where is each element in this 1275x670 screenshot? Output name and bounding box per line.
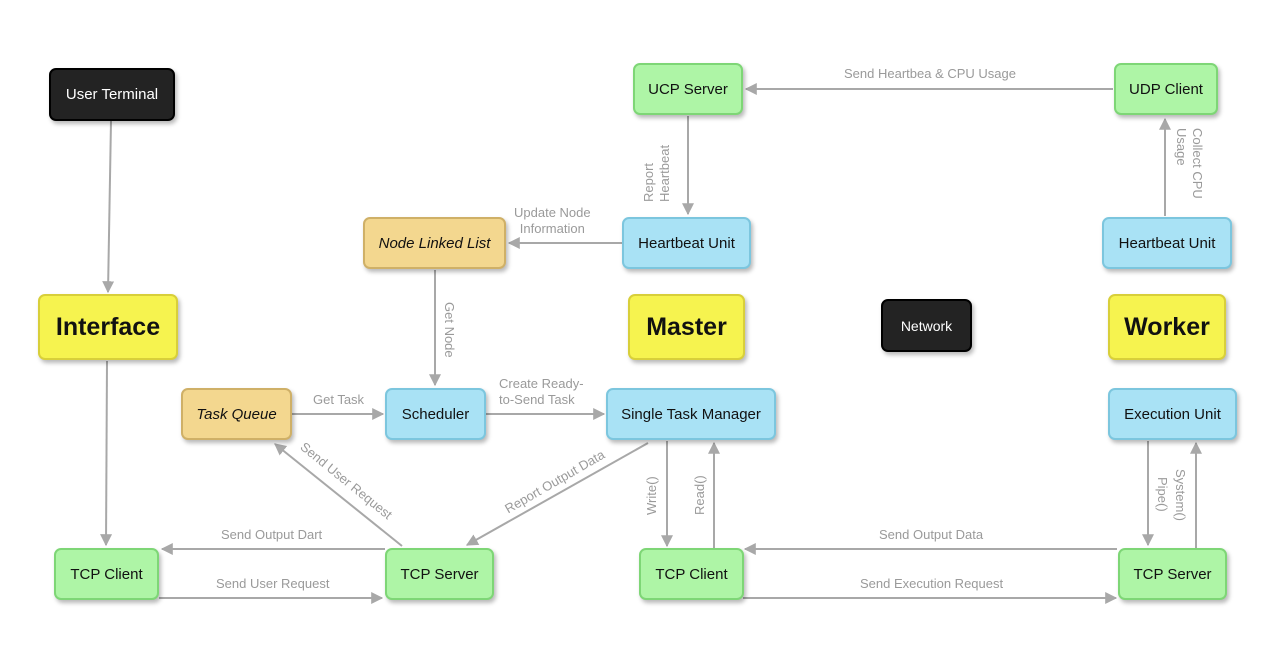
edge-label-create-task: Create Ready- to-Send Task [499,376,584,408]
tcp-server-interface-node[interactable]: TCP Server [385,548,494,600]
edge-task-manager-to-tcp-server [465,442,649,546]
edge-tcp-server-to-task-queue [274,443,403,547]
edge-label-collect-cpu-line2: Usage [1174,128,1189,166]
task-queue-label: Task Queue [196,405,277,423]
edge-label-create-task-line1: Create Ready- [499,376,584,391]
edge-label-send-output-dart: Send Output Dart [221,527,323,542]
tcp-client-interface-label: TCP Client [70,565,143,583]
edge-label-collect-cpu-line1: Collect CPU [1190,128,1205,199]
heartbeat-unit-master-label: Heartbeat Unit [638,234,735,252]
edge-label-send-heartbeat-cpu: Send Heartbea & CPU Usage [844,66,1016,81]
edge-label-send-output-data: Send Output Data [879,527,984,542]
tcp-client-master-node[interactable]: TCP Client [639,548,744,600]
edge-label-update-node-line1: Update Node [514,205,591,220]
heartbeat-unit-worker-node[interactable]: Heartbeat Unit [1102,217,1232,269]
execution-unit-label: Execution Unit [1124,405,1221,423]
edge-label-send-execution-request: Send Execution Request [860,576,1004,591]
udp-client-node[interactable]: UDP Client [1114,63,1218,115]
node-linked-list-label: Node Linked List [378,234,491,252]
edge-label-get-task: Get Task [313,392,365,407]
user-terminal-label: User Terminal [65,86,159,103]
single-task-manager-label: Single Task Manager [621,405,761,423]
scheduler-node[interactable]: Scheduler [385,388,486,440]
execution-unit-node[interactable]: Execution Unit [1108,388,1237,440]
worker-node[interactable]: Worker [1108,294,1226,360]
edge-label-read: Read() [692,475,707,515]
edge-label-get-node: Get Node [442,302,457,358]
edge-label-collect-cpu: Collect CPU Usage [1173,128,1205,208]
edge-label-report: Report [641,162,656,202]
master-node[interactable]: Master [628,294,745,360]
heartbeat-unit-worker-label: Heartbeat Unit [1118,234,1216,252]
task-queue-node[interactable]: Task Queue [181,388,292,440]
scheduler-label: Scheduler [401,405,470,423]
tcp-server-worker-label: TCP Server [1133,565,1212,583]
edge-label-report-heartbeat: Report Heartbeat [641,122,673,202]
udp-client-label: UDP Client [1129,80,1203,98]
user-terminal-node[interactable]: User Terminal [49,68,175,121]
master-label: Master [646,312,727,341]
network-label: Network [900,317,953,334]
tcp-client-interface-node[interactable]: TCP Client [54,548,159,600]
tcp-server-worker-node[interactable]: TCP Server [1118,548,1227,600]
edge-label-heartbeat: Heartbeat [657,144,672,202]
interface-node[interactable]: Interface [38,294,178,360]
network-node[interactable]: Network [881,299,972,352]
worker-label: Worker [1124,312,1210,341]
heartbeat-unit-master-node[interactable]: Heartbeat Unit [622,217,751,269]
edge-label-update-node: Update Node Information [514,205,591,237]
edge-label-write: Write() [644,476,659,515]
node-linked-list-node[interactable]: Node Linked List [363,217,506,269]
edge-terminal-to-interface [102,120,115,294]
single-task-manager-node[interactable]: Single Task Manager [606,388,776,440]
tcp-client-master-label: TCP Client [655,565,728,583]
interface-label: Interface [55,312,161,341]
edge-label-update-node-line2: Information [519,221,585,236]
edge-label-send-user-request: Send User Request [216,576,330,591]
edge-interface-to-tcp-client [100,360,113,547]
ucp-server-node[interactable]: UCP Server [633,63,743,115]
ucp-server-label: UCP Server [648,80,728,98]
edge-label-system: System() [1173,469,1188,521]
edge-label-pipe: Pipe() [1155,477,1170,512]
edge-label-create-task-line2: to-Send Task [499,392,575,407]
tcp-server-interface-label: TCP Server [400,565,479,583]
